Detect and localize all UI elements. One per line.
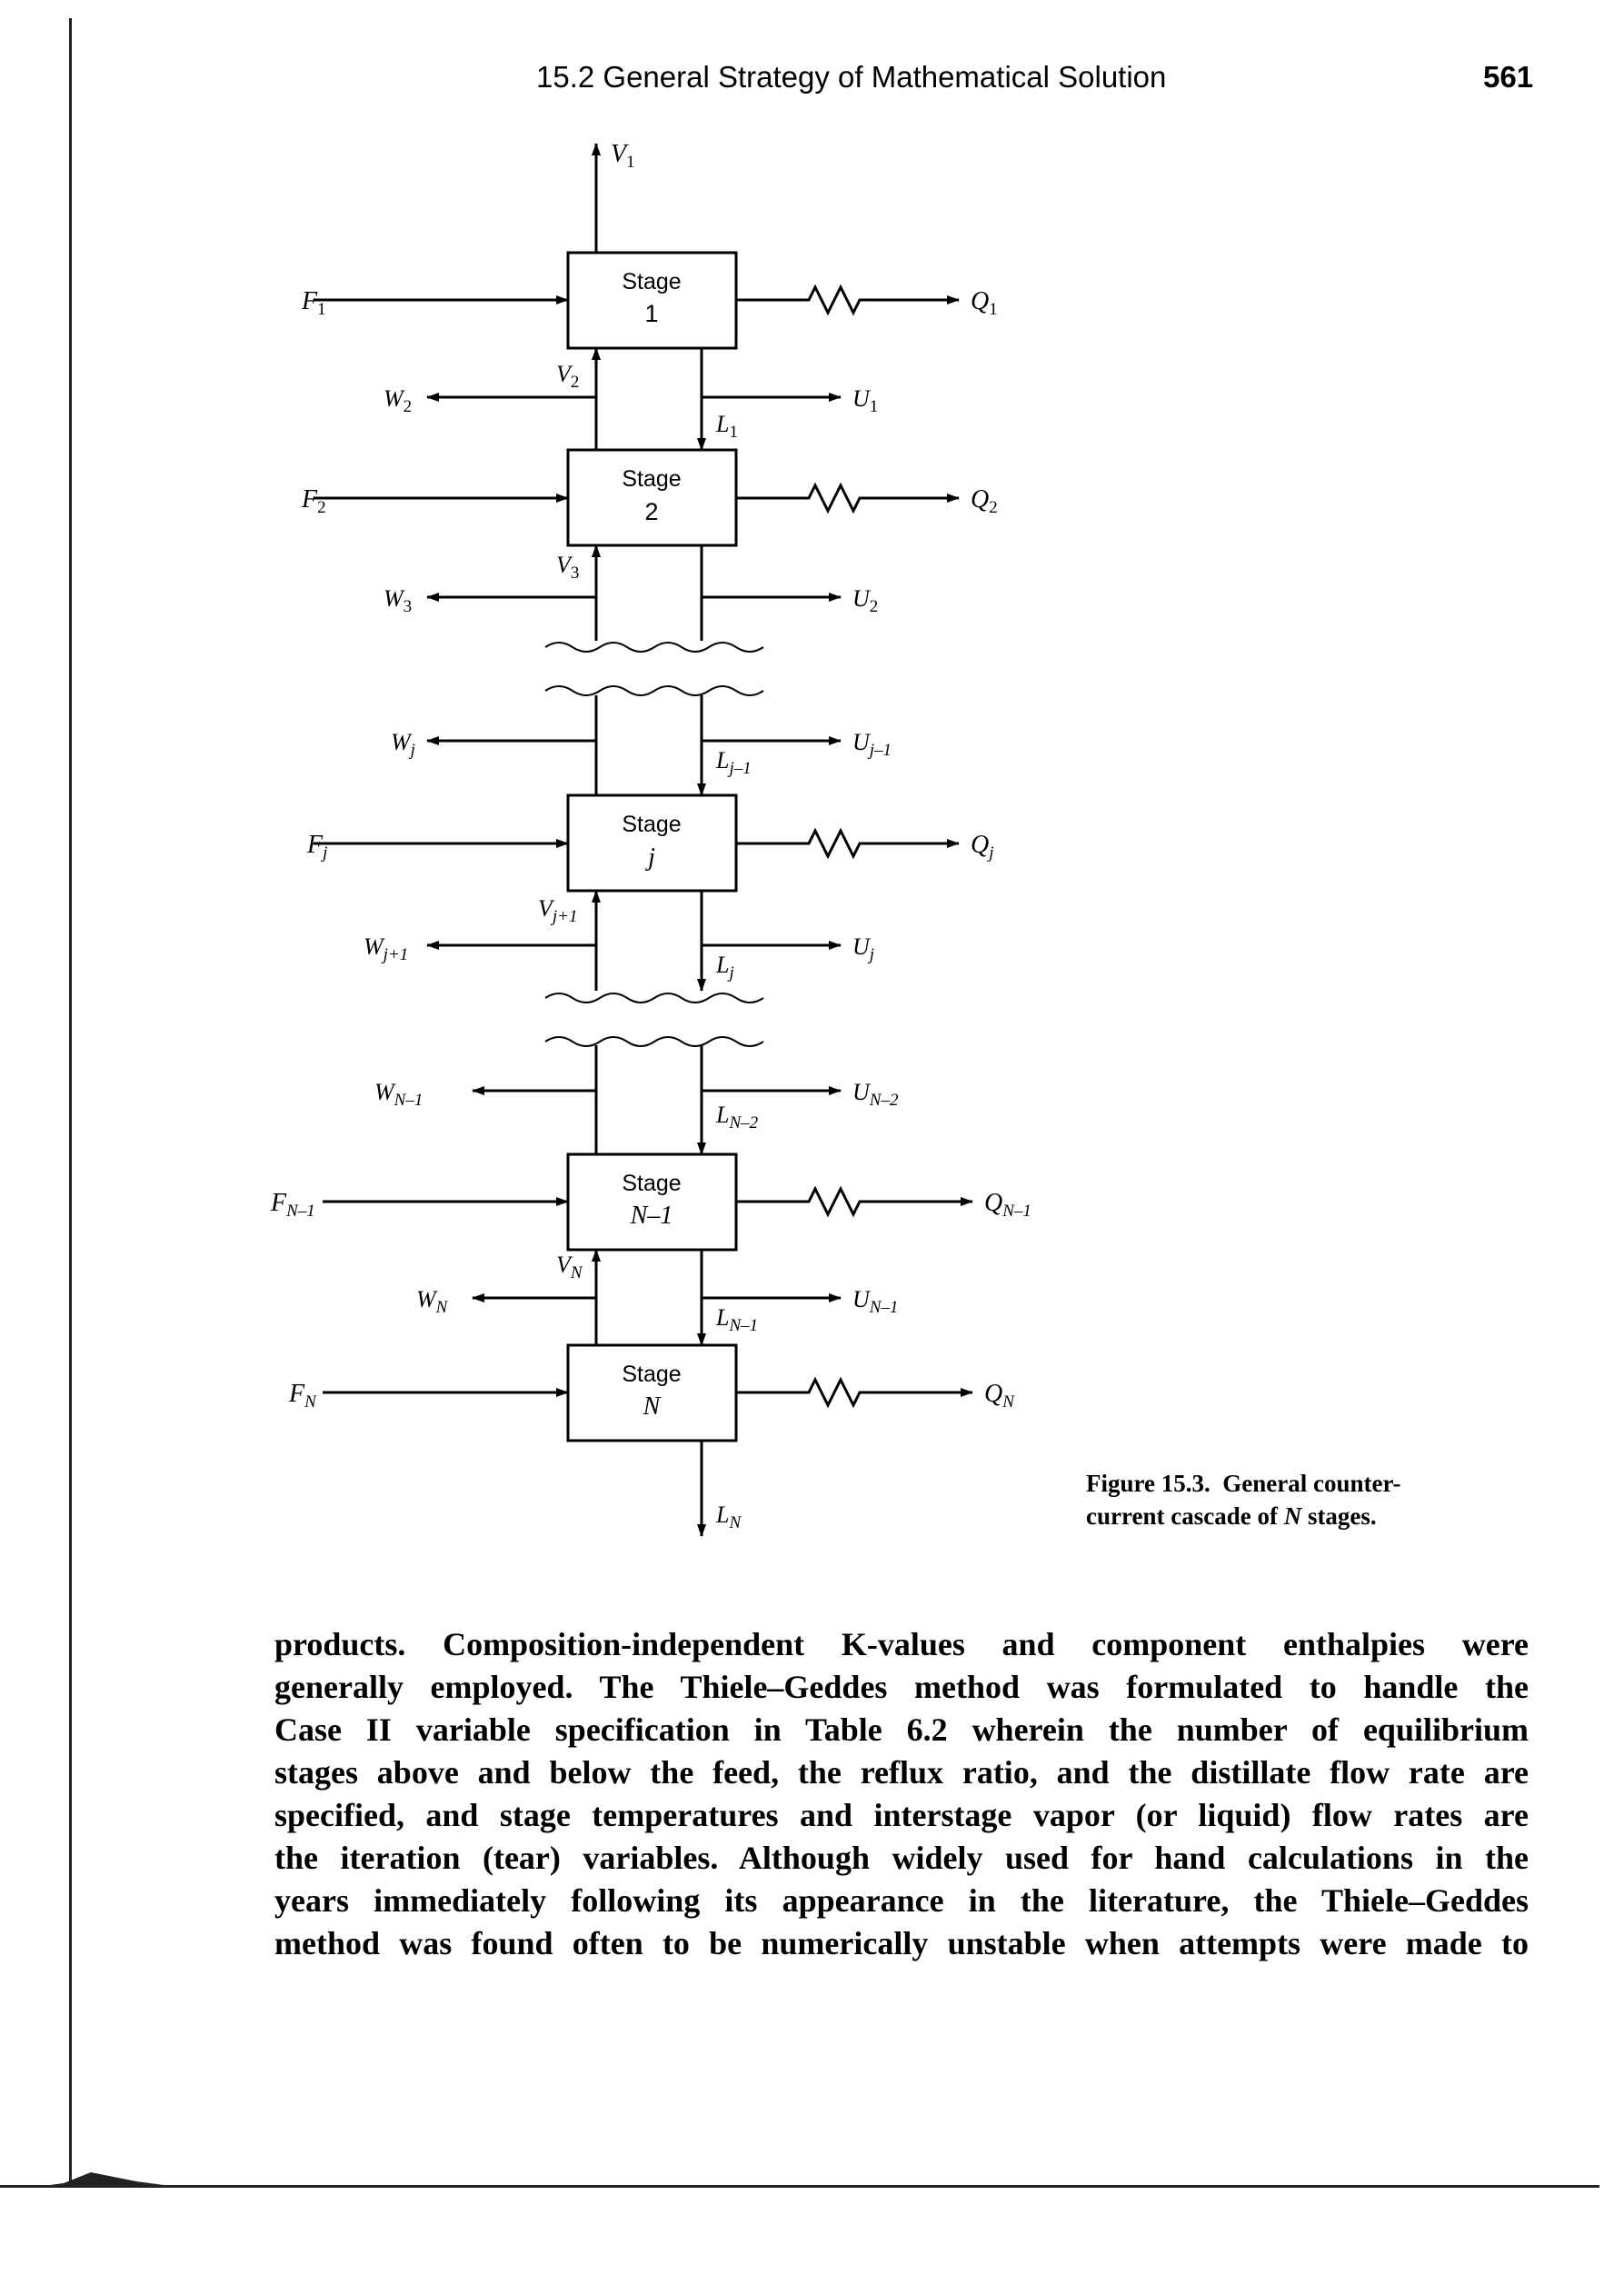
stage-2-box: [566, 448, 738, 547]
scan-smudge: [36, 2172, 164, 2187]
heat-q2-line: [736, 482, 960, 514]
stage-1-word: Stage: [622, 269, 681, 294]
label-v1: V1: [611, 140, 635, 172]
label-uj1: Uj–1: [852, 729, 892, 760]
figure-caption-text-a: General counter-: [1222, 1470, 1401, 1497]
label-f2: F2: [301, 485, 326, 517]
label-qn1: QN–1: [984, 1189, 1031, 1221]
body-line: the iteration (tear) variables. Although…: [274, 1840, 1529, 1876]
label-un1: UN–1: [852, 1286, 898, 1317]
label-f1: F1: [301, 287, 326, 319]
page-number: 561: [1483, 60, 1534, 94]
label-ln2: LN–2: [715, 1102, 759, 1133]
label-w2: W2: [384, 385, 412, 416]
stage-j-id: j: [645, 843, 655, 872]
label-wn1: WN–1: [374, 1079, 423, 1110]
label-lj1: Lj–1: [715, 747, 752, 778]
label-v2: V2: [556, 361, 579, 392]
label-wj1: Wj+1: [364, 933, 408, 964]
label-uj: Uj: [852, 933, 874, 964]
stage-1-box: [566, 251, 738, 350]
stage-n-1-box: [566, 1152, 738, 1252]
label-u1: U1: [852, 385, 878, 416]
body-line: generally employed. The Thiele–Geddes me…: [274, 1669, 1529, 1705]
stage-n-1-id: N–1: [630, 1202, 673, 1230]
stage-2-word: Stage: [622, 466, 681, 492]
stage-1-id: 1: [644, 300, 658, 327]
label-wj: Wj: [391, 729, 415, 760]
heat-qn-line: [736, 1376, 973, 1409]
body-line: years immediately following its appearan…: [274, 1882, 1529, 1919]
label-fn1: FN–1: [270, 1189, 315, 1221]
body-line: products. Composition-independent K-valu…: [274, 1626, 1529, 1662]
cascade-figure: Stage 1 Stage 2 Stage j Stage N–1 Stage …: [270, 140, 1031, 1537]
body-line: method was found often to be numerically…: [274, 1925, 1529, 1961]
body-line: specified, and stage temperatures and in…: [274, 1797, 1529, 1833]
label-l1: L1: [715, 411, 738, 442]
label-w3: W3: [384, 585, 412, 616]
stage-n-1-word: Stage: [622, 1171, 681, 1196]
stage-n-id: N: [643, 1392, 662, 1421]
label-q1: Q1: [971, 287, 998, 319]
label-ln: LN: [715, 1502, 742, 1532]
label-q2: Q2: [971, 485, 998, 517]
label-qj: Qj: [971, 831, 994, 863]
label-vn: VN: [556, 1252, 583, 1282]
scan-margin-line: [69, 18, 72, 2181]
label-vj1: Vj+1: [538, 895, 578, 926]
running-header-title: 15.2 General Strategy of Mathematical So…: [536, 60, 1167, 94]
label-qn: QN: [984, 1380, 1015, 1412]
body-line: Case II variable specification in Table …: [274, 1711, 1529, 1748]
label-wn: WN: [416, 1286, 449, 1317]
stage-2-id: 2: [644, 498, 658, 525]
body-line: stages above and below the feed, the ref…: [274, 1754, 1529, 1791]
stage-n-box: [566, 1343, 738, 1442]
figure-caption-text-b: current cascade of: [1086, 1502, 1284, 1530]
label-ln1: LN–1: [715, 1304, 758, 1335]
label-fj: Fj: [306, 831, 327, 863]
label-fn: FN: [288, 1380, 317, 1412]
figure-caption-n: N: [1283, 1502, 1302, 1530]
scan-bottom-rule: [0, 2185, 1599, 2188]
stage-j-box: [566, 793, 738, 893]
figure-caption-label: Figure 15.3.: [1086, 1470, 1211, 1497]
heat-qj-line: [736, 827, 960, 860]
break-wave-1: [544, 642, 764, 653]
figure-caption-text-c: stages.: [1301, 1502, 1377, 1530]
label-u2: U2: [852, 585, 878, 616]
figure-caption: Figure 15.3. General counter- current ca…: [1086, 1467, 1486, 1532]
stage-n-word: Stage: [622, 1362, 681, 1387]
break-wave-3: [544, 993, 764, 1003]
break-wave-2: [544, 685, 764, 696]
body-paragraph: products. Composition-independent K-valu…: [274, 1623, 1529, 1965]
heat-q1-line: [736, 284, 960, 316]
label-lj: Lj: [715, 952, 734, 983]
stage-j-word: Stage: [622, 812, 681, 837]
break-wave-4: [544, 1036, 764, 1047]
label-un2: UN–2: [852, 1079, 899, 1110]
heat-qn1-line: [736, 1185, 973, 1218]
label-v3: V3: [556, 552, 579, 583]
